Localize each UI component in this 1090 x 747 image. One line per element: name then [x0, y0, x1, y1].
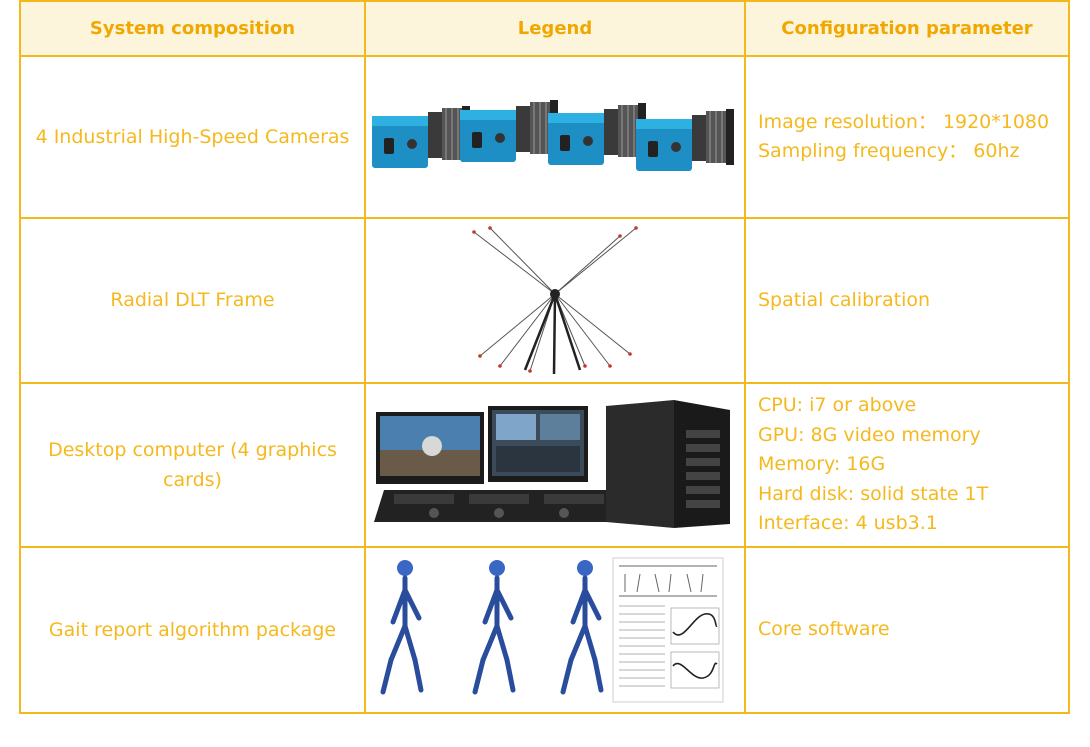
header-configuration-parameter: Configuration parameter — [744, 0, 1070, 57]
param-line: Core software — [758, 618, 890, 641]
legend-cell — [364, 55, 746, 219]
component-name: Radial DLT Frame — [19, 217, 366, 384]
table-row: 4 Industrial High-Speed Cameras — [19, 55, 1070, 219]
table-row: Desktop computer (4 graphics cards) — [19, 382, 1070, 548]
header-row: System composition Legend Configuration … — [19, 0, 1070, 57]
component-name: Gait report algorithm package — [19, 546, 366, 714]
param-line: Spatial calibration — [758, 288, 931, 311]
param-line: Sampling frequency： 60hz — [758, 140, 1020, 162]
param-line: Interface: 4 usb3.1 — [758, 512, 938, 535]
config-params: Spatial calibration — [744, 217, 1070, 384]
param-line: Hard disk: solid state 1T — [758, 482, 989, 505]
table-row: Gait report algorithm package — [19, 546, 1070, 714]
table-row: Radial DLT Frame — [19, 217, 1070, 384]
header-system-composition: System composition — [19, 0, 366, 57]
desktop-computer-image — [374, 400, 730, 528]
param-line: GPU: 8G video memory — [758, 423, 981, 446]
param-line: Image resolution： 1920*1080 — [758, 110, 1050, 133]
param-line: CPU: i7 or above — [758, 394, 917, 417]
legend-cell — [364, 546, 746, 714]
header-legend: Legend — [364, 0, 746, 57]
config-params: Image resolution： 1920*1080 Sampling fre… — [744, 55, 1070, 219]
dlt-frame-image — [472, 225, 638, 374]
system-spec-table: System composition Legend Configuration … — [19, 0, 1070, 714]
component-name: 4 Industrial High-Speed Cameras — [19, 55, 366, 219]
industrial-cameras-image — [372, 99, 735, 172]
param-line: Memory: 16G — [758, 453, 886, 476]
config-params: Core software — [744, 546, 1070, 714]
component-name: Desktop computer (4 graphics cards) — [19, 382, 366, 548]
legend-cell — [364, 382, 746, 548]
gait-report-image — [380, 557, 724, 703]
legend-cell — [364, 217, 746, 384]
config-params: CPU: i7 or above GPU: 8G video memory Me… — [744, 382, 1070, 548]
